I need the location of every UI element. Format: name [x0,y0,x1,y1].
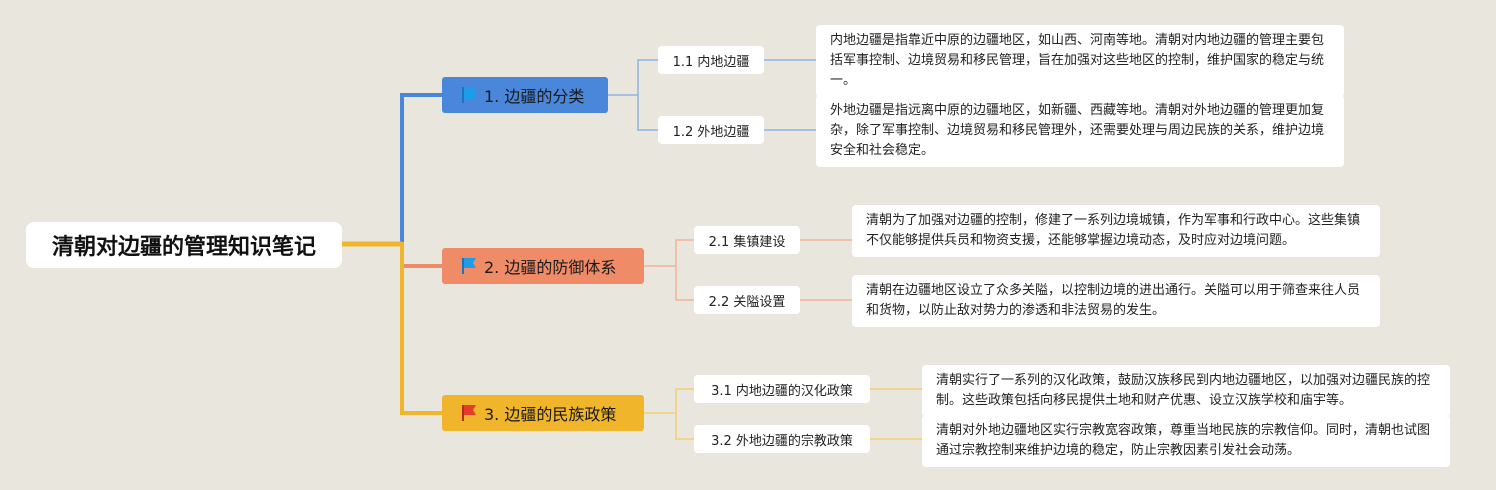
description-3-2[interactable]: 清朝对外地边疆地区实行宗教宽容政策，尊重当地民族的宗教信仰。同时，清朝也试图通过… [922,415,1450,467]
branch-1-label: 1. 边疆的分类 [484,87,585,106]
subtopic-3-2-label: 3.2 外地边疆的宗教政策 [711,433,853,449]
branch-2[interactable]: 2. 边疆的防御体系 [442,248,644,284]
connector-root-branch3 [342,242,442,415]
description-2-2-text: 清朝在边疆地区设立了众多关隘，以控制边境的进出通行。关隘可以用于筛查来往人员和货… [866,283,1361,318]
branch-1[interactable]: 1. 边疆的分类 [442,77,608,113]
description-3-1[interactable]: 清朝实行了一系列的汉化政策，鼓励汉族移民到内地边疆地区，以加强对边疆民族的控制。… [922,365,1450,417]
description-2-2[interactable]: 清朝在边疆地区设立了众多关隘，以控制边境的进出通行。关隘可以用于筛查来往人员和货… [852,275,1380,327]
subtopic-2-1-label: 2.1 集镇建设 [708,234,786,250]
subtopic-3-2[interactable]: 3.2 外地边疆的宗教政策 [694,425,870,453]
subtopic-1-1-label: 1.1 内地边疆 [672,54,750,70]
connector-branch3-subs [644,388,694,440]
connector-branch1-subs [608,59,658,131]
branch-2-label: 2. 边疆的防御体系 [484,258,617,277]
subtopic-2-1[interactable]: 2.1 集镇建设 [694,226,800,254]
description-3-1-text: 清朝实行了一系列的汉化政策，鼓励汉族移民到内地边疆地区，以加强对边疆民族的控制。… [936,373,1431,408]
description-1-1[interactable]: 内地边疆是指靠近中原的边疆地区，如山西、河南等地。清朝对内地边疆的管理主要包括军… [816,25,1344,97]
description-2-1[interactable]: 清朝为了加强对边疆的控制，修建了一系列边境城镇，作为军事和行政中心。这些集镇不仅… [852,205,1380,257]
description-1-2-text: 外地边疆是指远离中原的边疆地区，如新疆、西藏等地。清朝对外地边疆的管理更加复杂，… [830,103,1325,158]
branch-3[interactable]: 3. 边疆的民族政策 [442,395,644,431]
red-flag-icon [460,404,478,422]
subtopic-1-2[interactable]: 1.2 外地边疆 [658,116,764,144]
description-2-1-text: 清朝为了加强对边疆的控制，修建了一系列边境城镇，作为军事和行政中心。这些集镇不仅… [866,213,1361,248]
connector-root-branch2 [342,242,442,268]
subtopic-1-2-label: 1.2 外地边疆 [672,124,750,140]
description-1-1-text: 内地边疆是指靠近中原的边疆地区，如山西、河南等地。清朝对内地边疆的管理主要包括军… [830,33,1325,88]
root-title: 清朝对边疆的管理知识笔记 [51,235,316,260]
description-1-2[interactable]: 外地边疆是指远离中原的边疆地区，如新疆、西藏等地。清朝对外地边疆的管理更加复杂，… [816,95,1344,167]
description-3-2-text: 清朝对外地边疆地区实行宗教宽容政策，尊重当地民族的宗教信仰。同时，清朝也试图通过… [936,423,1431,458]
connector-root-branch1 [342,93,442,246]
root-topic[interactable]: 清朝对边疆的管理知识笔记 [26,222,342,268]
subtopic-2-2[interactable]: 2.2 关隘设置 [694,286,800,314]
connector-branch2-subs [644,239,694,301]
blue-flag-icon [460,257,478,275]
subtopic-3-1-label: 3.1 内地边疆的汉化政策 [711,383,853,399]
branch-3-label: 3. 边疆的民族政策 [484,405,617,424]
subtopic-2-2-label: 2.2 关隘设置 [708,294,786,310]
subtopic-1-1[interactable]: 1.1 内地边疆 [658,46,764,74]
subtopic-3-1[interactable]: 3.1 内地边疆的汉化政策 [694,375,870,403]
blue-flag-icon [460,86,478,104]
